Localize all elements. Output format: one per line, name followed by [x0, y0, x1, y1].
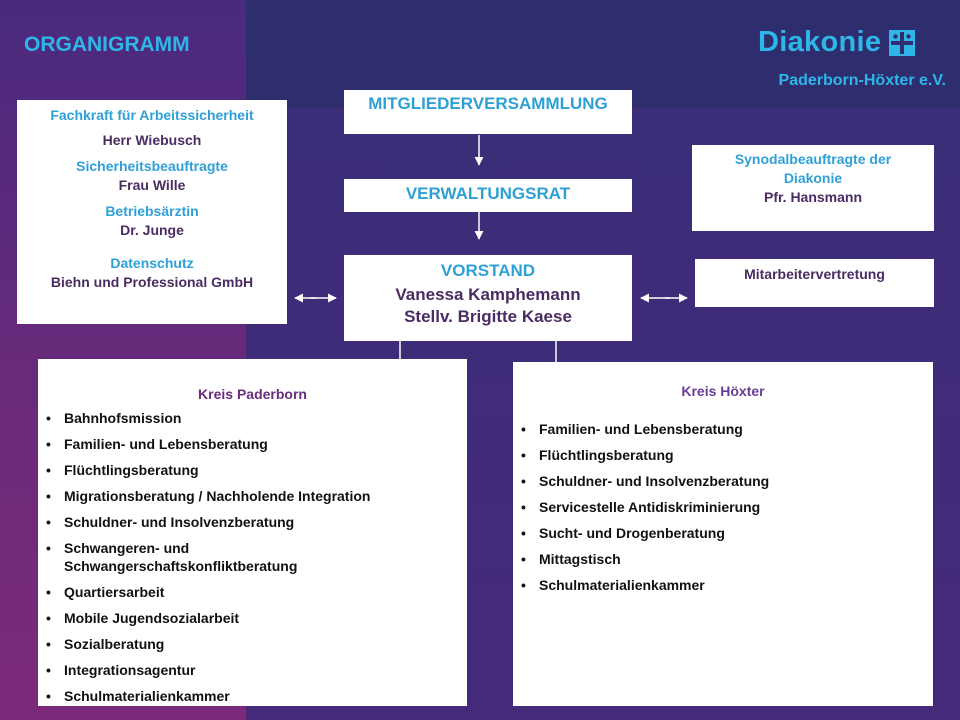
kreis-paderborn-title: Kreis Paderborn — [198, 386, 307, 402]
datenschutz-name: Biehn und Professional GmbH — [50, 274, 254, 290]
vorstand-deputy: Stellv. Brigitte Kaese — [404, 307, 572, 326]
betriebsaerztin-role: Betriebsärztin — [105, 203, 199, 219]
list-item: Bahnhofsmission — [38, 409, 467, 427]
mitgliederversammlung-box: MITGLIEDERVERSAMMLUNG — [344, 90, 632, 134]
synodal-box: Synodalbeauftragte der Diakonie Pfr. Han… — [692, 145, 934, 231]
list-item: Servicestelle Antidiskriminierung — [513, 498, 933, 516]
list-item: Mobile Jugendsozialarbeit — [38, 609, 467, 627]
list-item: Mittagstisch — [513, 550, 933, 568]
verwaltungsrat-label: VERWALTUNGSRAT — [405, 184, 571, 203]
page-title: ORGANIGRAMM — [24, 33, 190, 56]
synodal-name: Pfr. Hansmann — [763, 189, 863, 205]
list-item: Schulmaterialienkammer — [513, 576, 933, 594]
vorstand-title: VORSTAND — [440, 261, 536, 280]
kreis-paderborn-box: Kreis Paderborn Bahnhofsmission Familien… — [38, 359, 467, 706]
betriebsaerztin-name: Dr. Junge — [120, 222, 184, 238]
list-item: Schuldner- und Insolvenzberatung — [38, 513, 467, 531]
mitgliederversammlung-label: MITGLIEDERVERSAMMLUNG — [368, 94, 608, 113]
fachkraft-role: Fachkraft für Arbeitssicherheit — [50, 107, 254, 123]
kreis-hoexter-title: Kreis Höxter — [681, 383, 765, 399]
mitarbeitervertretung-label: Mitarbeitervertretung — [744, 266, 885, 282]
diakonie-logo: Diakonie — [758, 26, 916, 59]
verwaltungsrat-box: VERWALTUNGSRAT — [344, 179, 632, 212]
list-item: Flüchtlingsberatung — [513, 446, 933, 464]
vorstand-box: VORSTAND Vanessa Kamphemann Stellv. Brig… — [344, 255, 632, 341]
list-item: Familien- und Lebensberatung — [513, 420, 933, 438]
list-item: Flüchtlingsberatung — [38, 461, 467, 479]
kreis-paderborn-list: Bahnhofsmission Familien- und Lebensbera… — [38, 409, 467, 705]
logo-subtitle: Paderborn-Höxter e.V. — [778, 72, 946, 89]
datenschutz-role: Datenschutz — [110, 255, 194, 271]
fachkraft-box: Fachkraft für Arbeitssicherheit Herr Wie… — [17, 100, 287, 324]
list-item: Schwangeren- und Schwangerschaftskonflik… — [38, 539, 467, 575]
list-item: Sucht- und Drogenberatung — [513, 524, 933, 542]
kreis-hoexter-list: Familien- und Lebensberatung Flüchtlings… — [513, 420, 933, 594]
list-item: Quartiersarbeit — [38, 583, 467, 601]
list-item: Familien- und Lebensberatung — [38, 435, 467, 453]
vorstand-name: Vanessa Kamphemann — [395, 285, 581, 304]
diakonie-cross-icon — [889, 29, 916, 56]
kreis-hoexter-box: Kreis Höxter Familien- und Lebensberatun… — [513, 362, 933, 706]
list-item: Migrationsberatung / Nachholende Integra… — [38, 487, 467, 505]
sicherheitsbeauftragte-role: Sicherheitsbeauftragte — [76, 158, 228, 174]
synodal-line1: Synodalbeauftragte der — [734, 151, 892, 167]
mitarbeitervertretung-box: Mitarbeitervertretung — [695, 259, 934, 307]
sicherheitsbeauftragte-name: Frau Wille — [118, 177, 186, 193]
fachkraft-name: Herr Wiebusch — [102, 132, 202, 148]
list-item: Sozialberatung — [38, 635, 467, 653]
logo-wordmark: Diakonie — [758, 26, 882, 58]
list-item: Schuldner- und Insolvenzberatung — [513, 472, 933, 490]
synodal-line2: Diakonie — [783, 170, 843, 186]
list-item: Integrationsagentur — [38, 661, 467, 679]
list-item: Schulmaterialienkammer — [38, 687, 467, 705]
